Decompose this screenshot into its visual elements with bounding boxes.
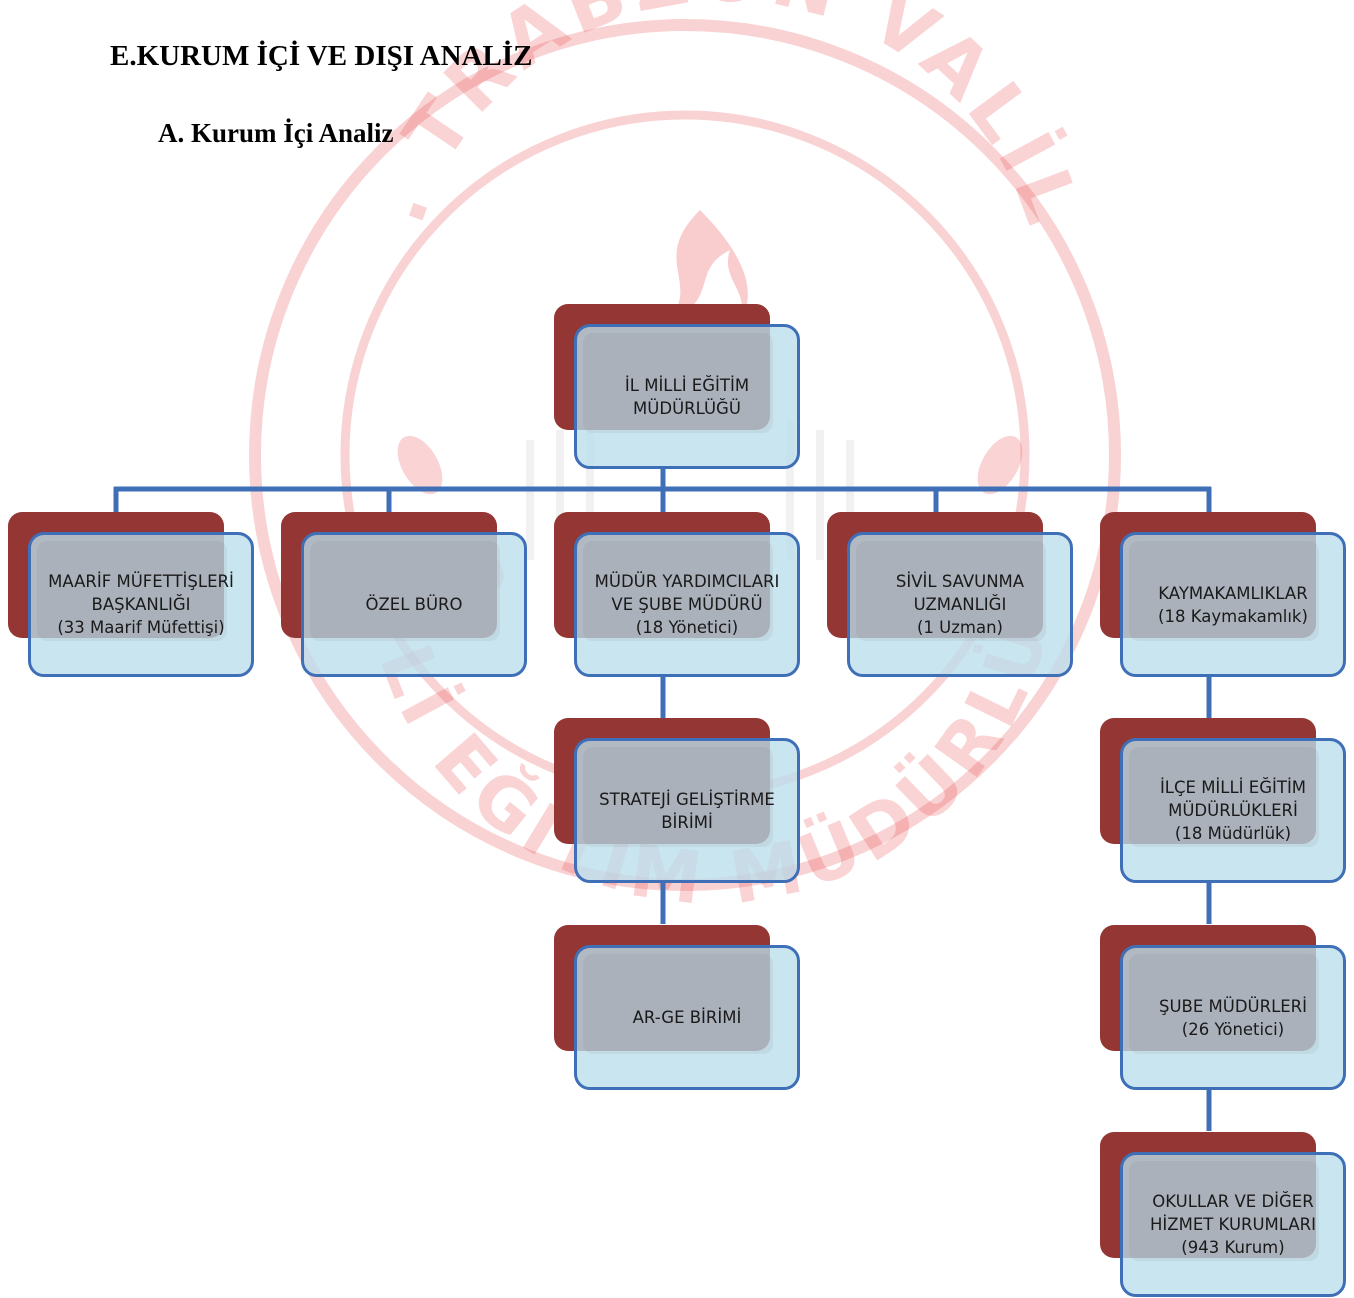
node-okullar: OKULLAR VE DİĞER HİZMET KURUMLARI (943 K… — [1100, 1132, 1346, 1297]
node-maarif-mufettisleri: MAARİF MÜFETTİŞLERİ BAŞKANLIĞI (33 Maari… — [8, 512, 254, 677]
node-ar-ge: AR-GE BİRİMİ — [554, 925, 800, 1090]
node-label: SİVİL SAVUNMA UZMANLIĞI (1 Uzman) — [895, 572, 1025, 637]
node-box: ŞUBE MÜDÜRLERİ (26 Yönetici) — [1120, 945, 1346, 1090]
node-label: STRATEJİ GELİŞTİRME BİRİMİ — [599, 789, 775, 832]
node-label: KAYMAKAMLIKLAR (18 Kaymakamlık) — [1158, 583, 1308, 626]
node-label: AR-GE BİRİMİ — [632, 1008, 742, 1027]
node-kaymakamliklar: KAYMAKAMLIKLAR (18 Kaymakamlık) — [1100, 512, 1346, 677]
node-label: OKULLAR VE DİĞER HİZMET KURUMLARI (943 K… — [1150, 1192, 1316, 1257]
node-il-milli-egitim: İL MİLLİ EĞİTİM MÜDÜRLÜĞÜ — [554, 304, 800, 469]
node-box: SİVİL SAVUNMA UZMANLIĞI (1 Uzman) — [847, 532, 1073, 677]
node-box: OKULLAR VE DİĞER HİZMET KURUMLARI (943 K… — [1120, 1152, 1346, 1297]
node-sube-mudurleri: ŞUBE MÜDÜRLERİ (26 Yönetici) — [1100, 925, 1346, 1090]
node-label: ŞUBE MÜDÜRLERİ (26 Yönetici) — [1158, 996, 1308, 1039]
node-label: ÖZEL BÜRO — [365, 595, 463, 614]
node-box: MÜDÜR YARDIMCILARI VE ŞUBE MÜDÜRÜ (18 Yö… — [574, 532, 800, 677]
node-label: İLÇE MİLLİ EĞİTİM MÜDÜRLÜKLERİ (18 Müdür… — [1159, 778, 1307, 843]
node-label: MAARİF MÜFETTİŞLERİ BAŞKANLIĞI (33 Maari… — [48, 572, 234, 637]
node-box: AR-GE BİRİMİ — [574, 945, 800, 1090]
node-label: İL MİLLİ EĞİTİM MÜDÜRLÜĞÜ — [624, 375, 750, 418]
section-title: A. Kurum İçi Analiz — [158, 118, 394, 148]
node-box: MAARİF MÜFETTİŞLERİ BAŞKANLIĞI (33 Maari… — [28, 532, 254, 677]
node-ozel-buro: ÖZEL BÜRO — [281, 512, 527, 677]
node-box: KAYMAKAMLIKLAR (18 Kaymakamlık) — [1120, 532, 1346, 677]
node-box: İL MİLLİ EĞİTİM MÜDÜRLÜĞÜ — [574, 324, 800, 469]
node-label: MÜDÜR YARDIMCILARI VE ŞUBE MÜDÜRÜ (18 Yö… — [594, 572, 780, 637]
node-box: ÖZEL BÜRO — [301, 532, 527, 677]
node-sivil-savunma: SİVİL SAVUNMA UZMANLIĞI (1 Uzman) — [827, 512, 1073, 677]
node-strateji-gelistirme: STRATEJİ GELİŞTİRME BİRİMİ — [554, 718, 800, 883]
node-mudur-yardimcilari: MÜDÜR YARDIMCILARI VE ŞUBE MÜDÜRÜ (18 Yö… — [554, 512, 800, 677]
node-ilce-milli-egitim: İLÇE MİLLİ EĞİTİM MÜDÜRLÜKLERİ (18 Müdür… — [1100, 718, 1346, 883]
node-box: İLÇE MİLLİ EĞİTİM MÜDÜRLÜKLERİ (18 Müdür… — [1120, 738, 1346, 883]
page-title: E.KURUM İÇİ VE DIŞI ANALİZ — [110, 40, 533, 72]
node-box: STRATEJİ GELİŞTİRME BİRİMİ — [574, 738, 800, 883]
